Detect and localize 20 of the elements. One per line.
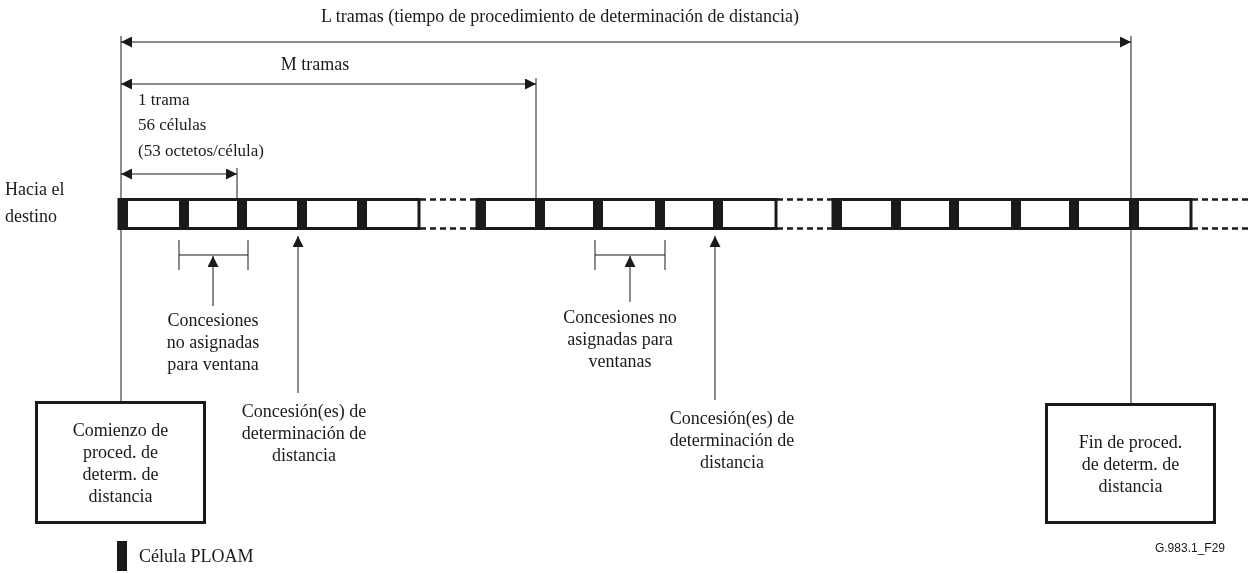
event-box: Comienzo de proced. de determ. de distancia bbox=[35, 401, 206, 524]
arrow bbox=[624, 255, 636, 303]
leader-line bbox=[1130, 229, 1132, 404]
dimension-label: (53 octetos/célula) bbox=[138, 140, 266, 162]
legend-label: Célula PLOAM bbox=[139, 544, 254, 568]
annotation-text: Concesiones no asignadas para ventana bbox=[158, 306, 268, 378]
leader-line bbox=[120, 229, 122, 402]
annotation-text: Concesión(es) de determinación de distancia bbox=[646, 400, 818, 480]
arrow bbox=[709, 235, 721, 401]
dimension-label: 56 células bbox=[138, 114, 208, 136]
dimension-label: L tramas (tiempo de procedimiento de determinación de distancia) bbox=[319, 5, 801, 28]
event-box: Fin de proced. de determ. de distancia bbox=[1045, 403, 1216, 524]
dimension-label: M tramas bbox=[279, 53, 351, 76]
annotation-text: Concesión(es) de determinación de distancia bbox=[218, 393, 390, 473]
figure-id: G.983.1_F29 bbox=[1153, 540, 1225, 557]
arrow bbox=[292, 235, 304, 394]
arrow bbox=[207, 255, 219, 307]
dimension-label: 1 trama bbox=[138, 89, 191, 111]
direction-label: Hacia el destino bbox=[5, 178, 66, 228]
annotation-text: Concesiones no asignadas para ventanas bbox=[548, 302, 692, 376]
